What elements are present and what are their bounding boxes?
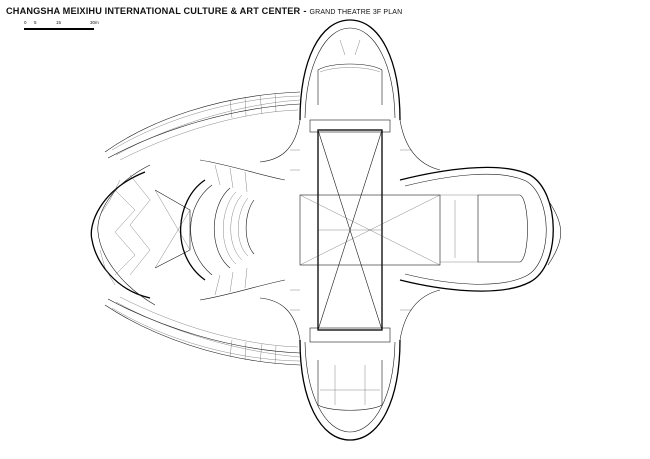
title-separator: - [303,6,307,16]
scale-segment [24,28,35,31]
scale-bar: 0 5 15 30m [24,20,104,38]
auditorium-seating [179,159,286,301]
scale-tick: 5 [34,20,37,25]
mesh-wing-upper [104,91,301,161]
outer-contour [259,119,441,341]
drawing-title: CHANGSHA MEIXIHU INTERNATIONAL CULTURE &… [6,6,402,16]
left-lobe-lattice [90,164,191,306]
title-main: CHANGSHA MEIXIHU INTERNATIONAL CULTURE &… [6,6,301,16]
right-lobe [399,166,561,292]
scale-segment [35,28,46,31]
scale-tick: 30m [90,20,99,25]
scale-segment [58,28,94,31]
title-sub: GRAND THEATRE 3F PLAN [309,9,403,16]
bottom-lobe [299,339,401,441]
top-lobe [299,19,401,121]
scale-tick: 15 [56,20,62,25]
scale-tick: 0 [24,20,27,25]
scale-segment [46,28,58,31]
mesh-wing-lower [104,296,301,366]
main-stage [299,119,441,343]
